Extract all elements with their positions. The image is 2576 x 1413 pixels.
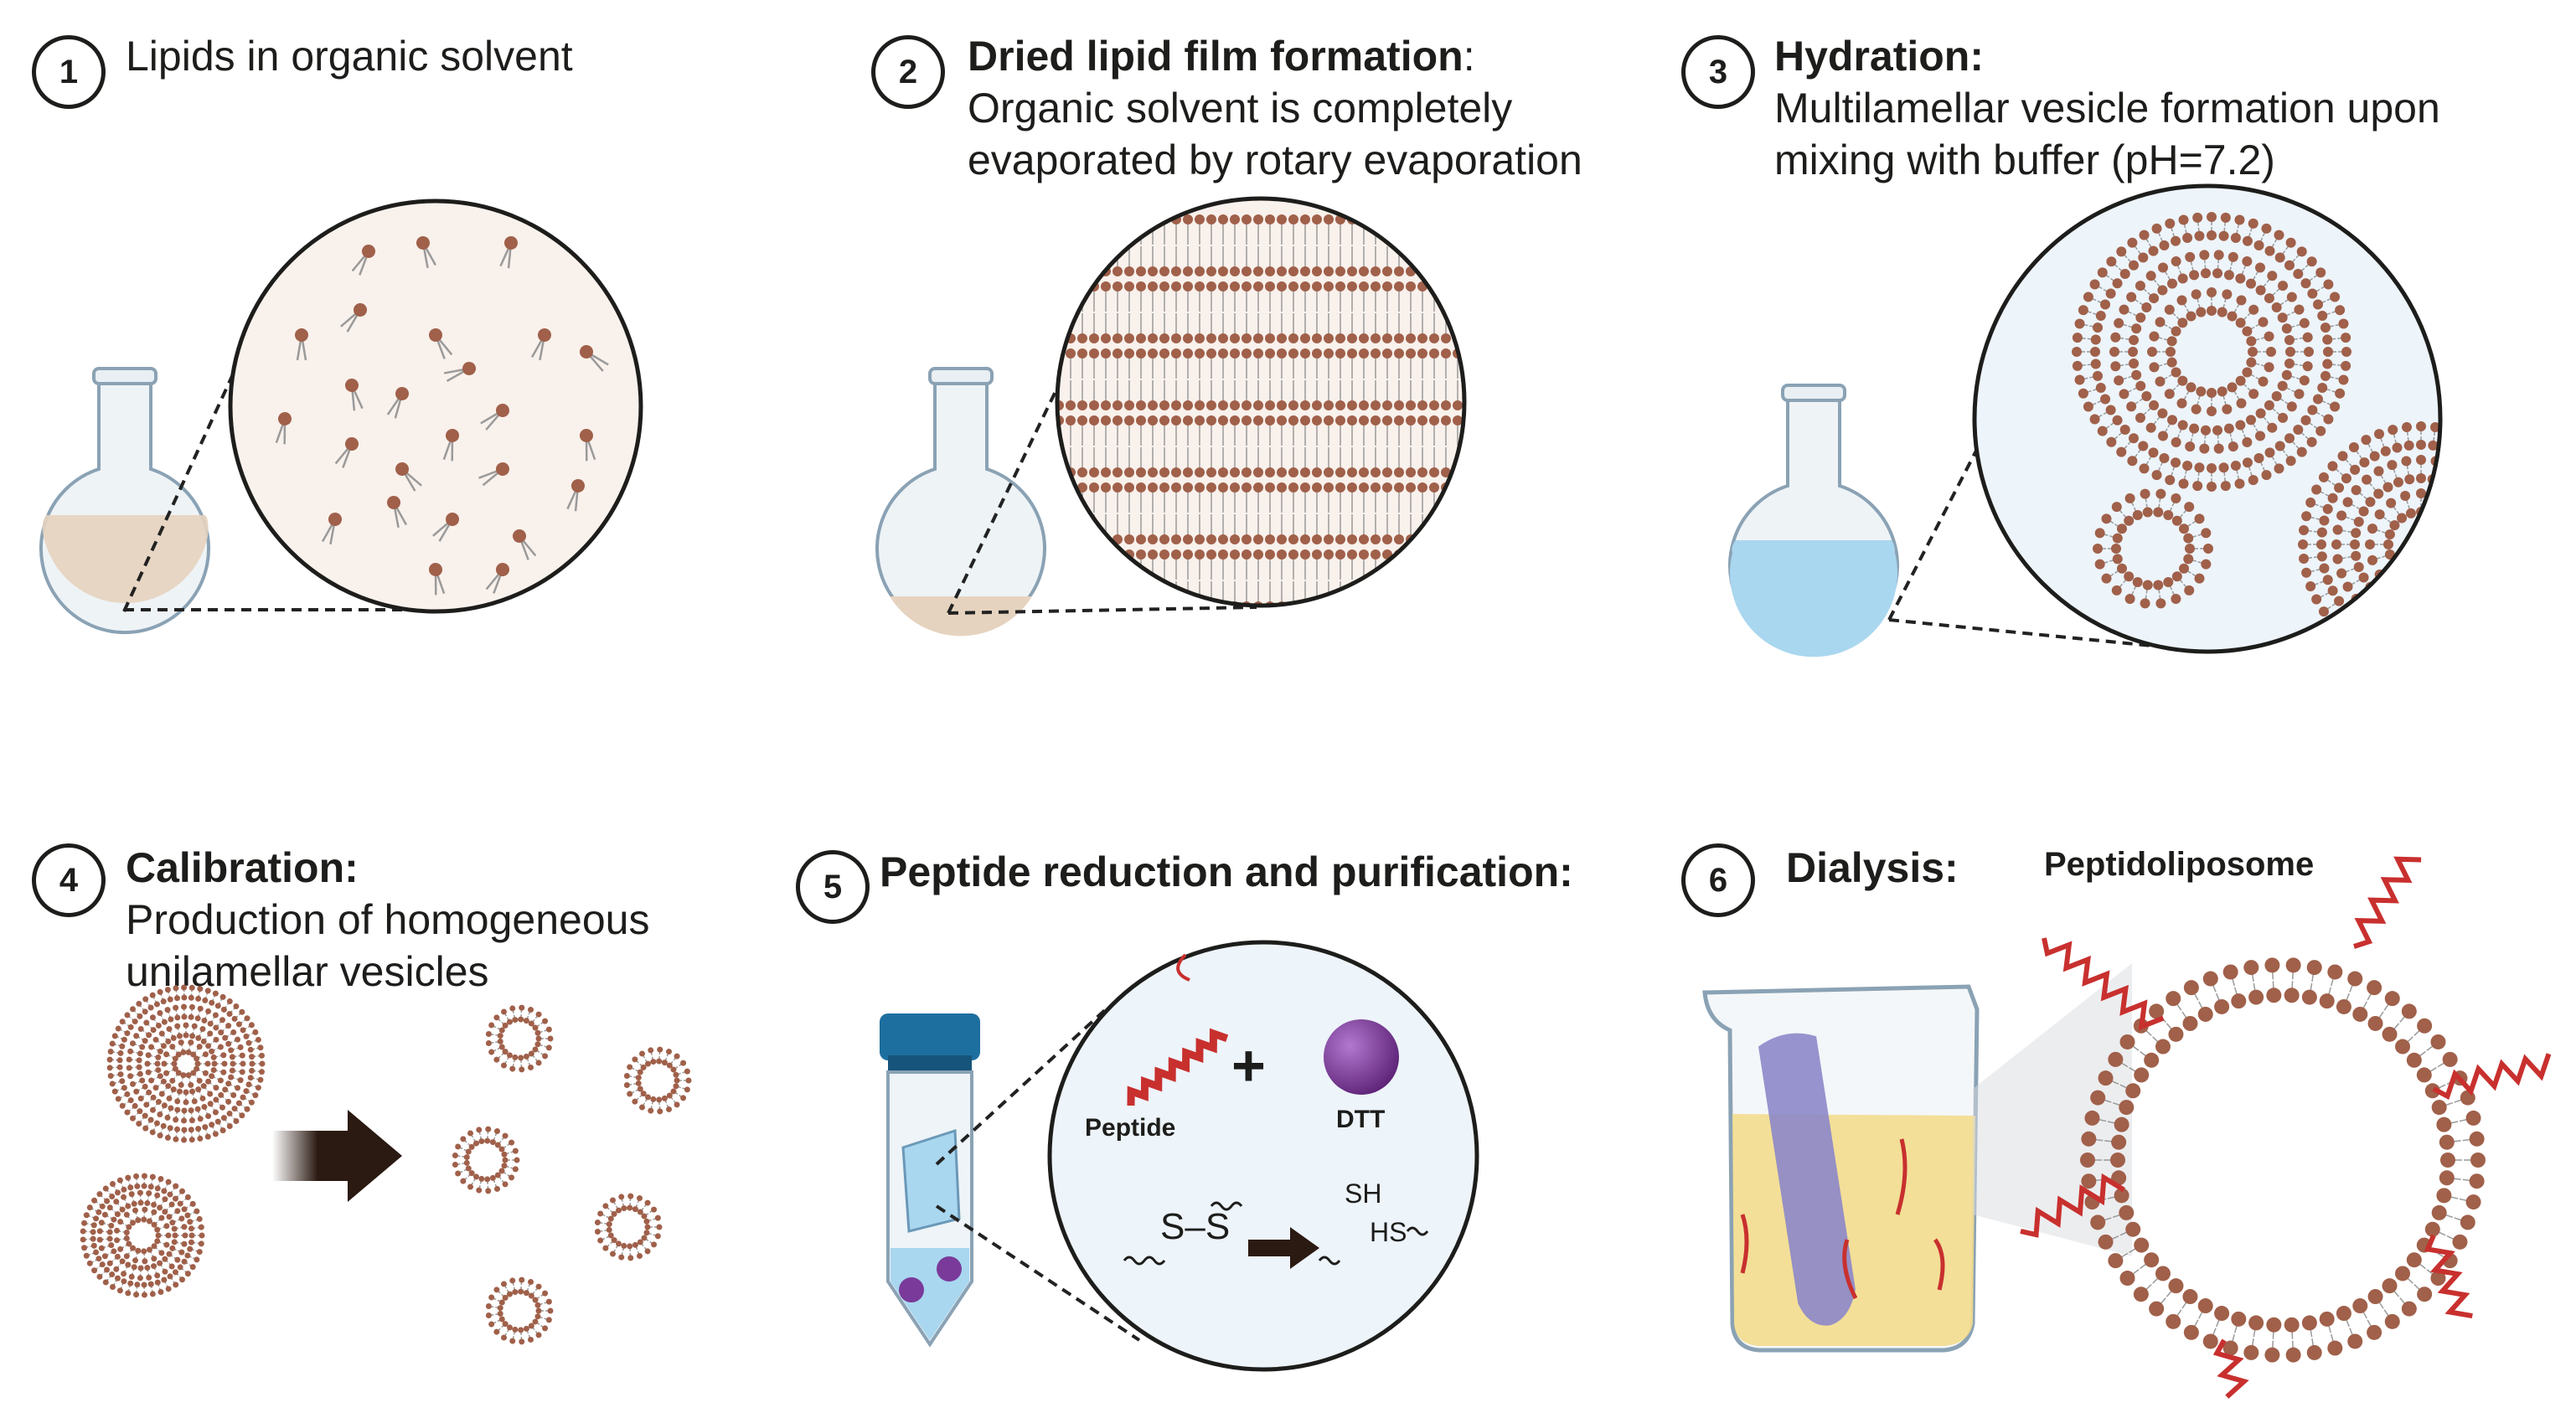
beaker-dialysis: [1702, 963, 2132, 1353]
dtt-label: DTT: [1336, 1106, 1386, 1133]
step-5-title: Peptide reduction and purification:: [880, 846, 1675, 898]
step-4-heading: Calibration:: [126, 844, 359, 891]
thiol-label-hs: HS: [1370, 1217, 1407, 1247]
step-1-zoom: [122, 199, 643, 614]
step-4-title: Calibration: Production of homogeneous u…: [126, 842, 762, 998]
step-1-title: Lipids in organic solvent: [126, 30, 712, 82]
step-4-vesicles: [80, 984, 692, 1345]
step-5-number: 5: [796, 850, 870, 924]
step-1-number: 1: [32, 35, 106, 109]
peptide-label: Peptide: [1085, 1114, 1176, 1142]
step-3-description: Multilamellar vesicle formation upon mix…: [1774, 85, 2440, 183]
calibration-arrow: [272, 1110, 402, 1202]
plus-sign: +: [1231, 1033, 1266, 1098]
step-3-title: Hydration: Multilamellar vesicle formati…: [1774, 30, 2545, 186]
step-4-number: 4: [32, 843, 106, 917]
step-3-zoom: [1887, 183, 2443, 654]
round-flask-solvent: [39, 367, 210, 635]
step-2-description: Organic solvent is completely evaporated…: [968, 85, 1582, 183]
step-3-heading: Hydration:: [1774, 33, 1984, 80]
round-flask-dried-film: [875, 367, 1046, 637]
step-6-heading: Dialysis:: [1786, 844, 1959, 891]
step-4-description: Production of homogeneous unilamellar ve…: [126, 896, 650, 995]
step-2-colon: :: [1463, 33, 1475, 80]
step-5-heading: Peptide reduction and purification:: [880, 848, 1573, 895]
centrifuge-tube: [880, 1013, 980, 1348]
step-2-heading: Dried lipid film formation: [968, 33, 1464, 80]
step-6-title: Dialysis:: [1786, 842, 2121, 894]
step-1-description: Lipids in organic solvent: [126, 33, 573, 80]
step-2-zoom: [947, 196, 1467, 615]
step-2-number: 2: [871, 35, 945, 109]
step-3-number: 3: [1681, 35, 1755, 109]
thiol-label-sh: SH: [1345, 1178, 1382, 1209]
round-flask-buffer: [1728, 384, 1899, 658]
step-6-number: 6: [1681, 843, 1755, 917]
peptidoliposome-label: Peptidoliposome: [2044, 846, 2315, 883]
peptidoliposome: [2020, 856, 2552, 1399]
step-2-title: Dried lipid film formation: Organic solv…: [968, 30, 1680, 186]
step-5-zoom: [935, 940, 1479, 1372]
disulfide-label: S–S: [1160, 1206, 1231, 1247]
